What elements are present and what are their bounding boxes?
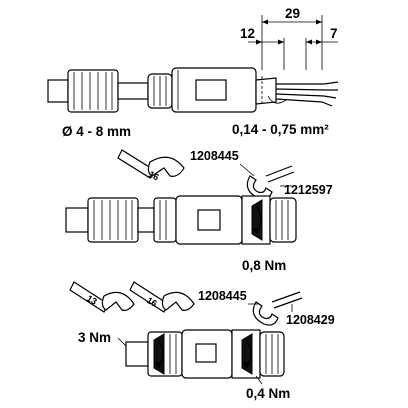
wrench-16-a: 16 bbox=[117, 149, 185, 183]
dim-right-label: 7 bbox=[330, 26, 338, 41]
dim-total-label: 29 bbox=[285, 6, 300, 21]
dimension-lines bbox=[248, 15, 338, 70]
hook-tool-b bbox=[252, 291, 303, 326]
tool-d-label: 1208429 bbox=[286, 313, 335, 327]
diameter-label: Ø 4 - 8 mm bbox=[62, 124, 131, 139]
step-2-assembly: 16 1208445 1212597 bbox=[65, 149, 333, 273]
wrench-13-size: 13 bbox=[85, 293, 99, 307]
connector-exploded bbox=[47, 67, 339, 113]
tool-c-label: 1208445 bbox=[198, 289, 247, 303]
cross-section-label: 0,14 - 0,75 mm² bbox=[232, 122, 329, 137]
torque-2-label: 3 Nm bbox=[78, 330, 111, 345]
tool-b-label: 1212597 bbox=[284, 183, 333, 197]
wrench-16-b: 16 bbox=[129, 281, 195, 313]
wrench-16-b-size: 16 bbox=[145, 295, 159, 309]
connector-partial bbox=[65, 195, 297, 245]
wrench-13: 13 bbox=[69, 281, 135, 313]
step-1-strip: 29 12 7 bbox=[47, 6, 339, 139]
torque-3-label: 0,4 Nm bbox=[246, 386, 290, 401]
tool-a-label: 1208445 bbox=[190, 149, 239, 163]
dim-left-label: 12 bbox=[240, 26, 255, 41]
step-3-tightening: 13 16 1208445 1208429 3 Nm bbox=[69, 281, 335, 401]
hook-tool-a bbox=[246, 165, 295, 200]
wrench-16-a-size: 16 bbox=[147, 169, 161, 183]
torque-1-label: 0,8 Nm bbox=[242, 258, 286, 273]
connector-final bbox=[125, 329, 285, 379]
